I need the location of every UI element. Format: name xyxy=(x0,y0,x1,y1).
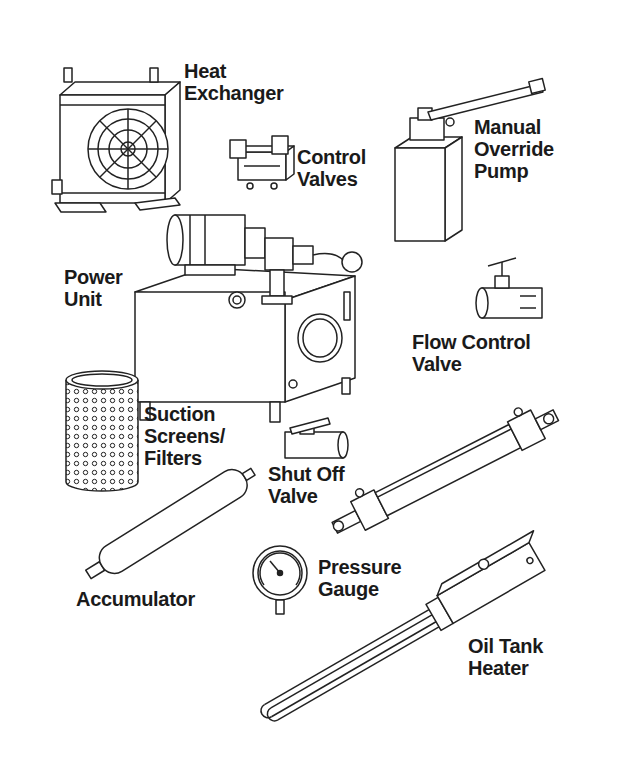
part-label: Accumulator xyxy=(76,588,216,610)
part-label: Control Valves xyxy=(297,146,381,190)
power-unit xyxy=(135,215,362,422)
part-label: Oil Tank Heater xyxy=(468,635,564,679)
part-label: Power Unit xyxy=(64,266,136,310)
suction-screen xyxy=(66,371,138,491)
flow-control-valve xyxy=(476,258,542,318)
oil-tank-heater xyxy=(250,530,554,729)
pressure-gauge xyxy=(253,546,307,614)
part-label: Flow Control Valve xyxy=(412,331,562,375)
part-label: Shut Off Valve xyxy=(268,463,364,507)
part-label: Suction Screens/ Filters xyxy=(144,403,240,469)
hydraulic-cylinder xyxy=(323,394,563,543)
part-label: Manual Override Pump xyxy=(474,116,574,182)
accumulator xyxy=(80,459,260,587)
part-label: Pressure Gauge xyxy=(318,556,422,600)
shut-off-valve xyxy=(285,418,348,458)
part-label: Heat Exchanger xyxy=(184,60,296,104)
heat-exchanger xyxy=(52,68,180,212)
control-valve xyxy=(230,136,294,189)
